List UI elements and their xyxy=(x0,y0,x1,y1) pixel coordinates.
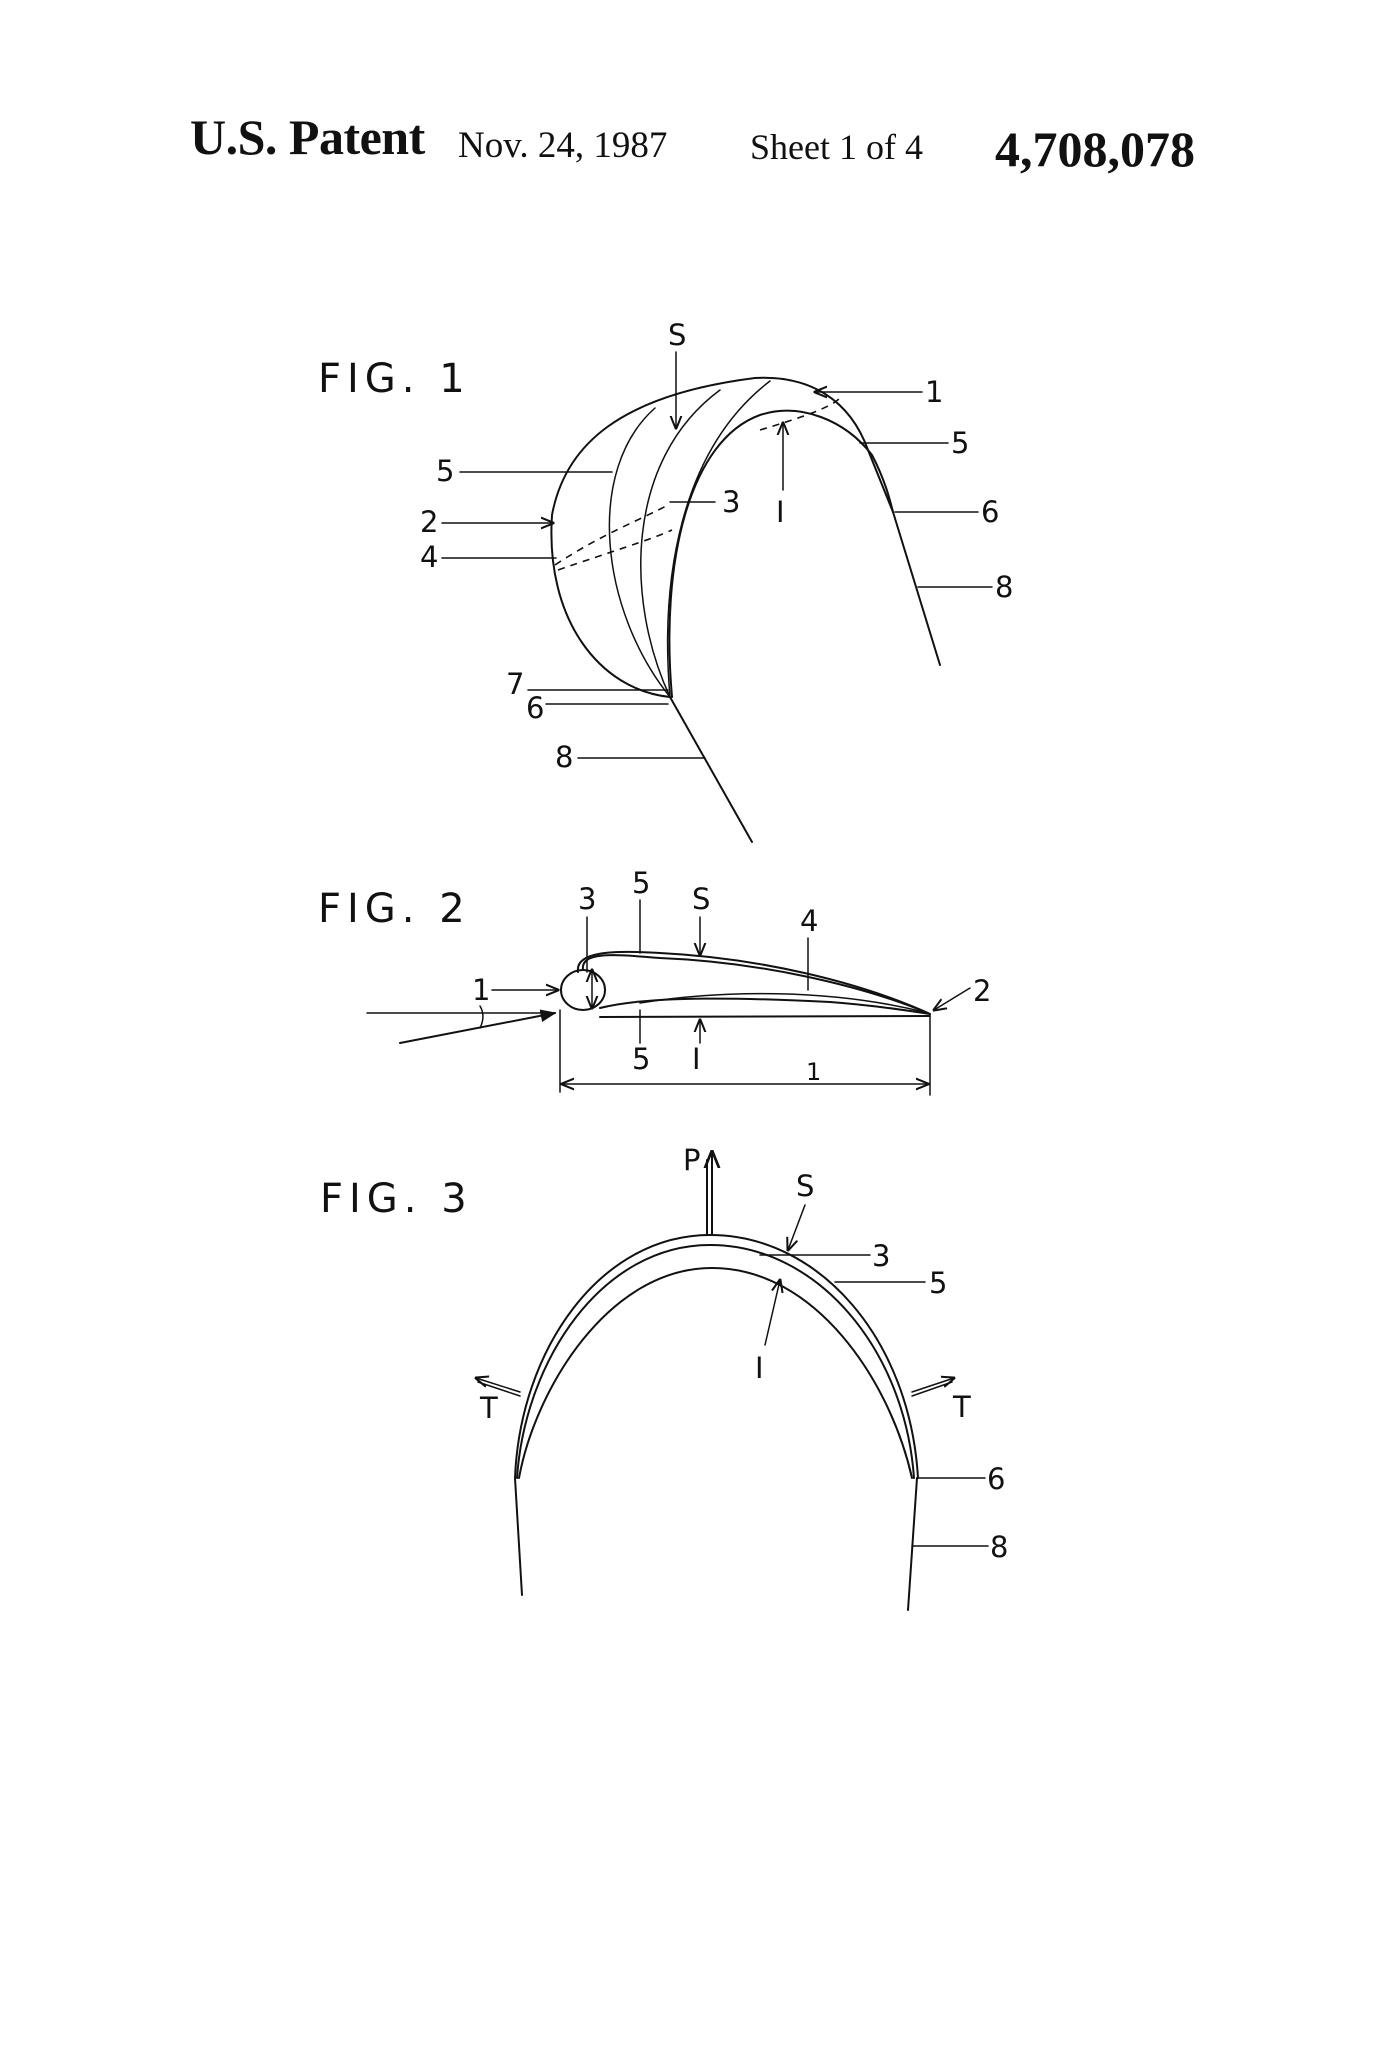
fig2-ref-S: S xyxy=(692,882,710,916)
fig2-chord-label: 1 xyxy=(806,1058,821,1086)
fig1-label: FIG. 1 xyxy=(318,356,471,402)
fig3-upper-surface-outer xyxy=(514,1234,919,1479)
fig1-dashed-profile-upper xyxy=(554,504,669,566)
fig2-ref-I: I xyxy=(692,1042,701,1076)
fig1-ref-6-right: 6 xyxy=(981,495,999,529)
fig1-ref-I: I xyxy=(776,495,785,529)
fig2-label: FIG. 2 xyxy=(318,886,471,932)
fig2-ref-5-bottom: 5 xyxy=(632,1042,650,1076)
fig2-leader-2 xyxy=(934,987,971,1010)
fig1-ref-7: 7 xyxy=(506,667,524,701)
fig3-T-arrow-left-shaft xyxy=(477,1381,521,1397)
fig3-suspension-line-right xyxy=(907,1477,918,1611)
fig1-suspension-line-right xyxy=(892,511,941,666)
fig3-suspension-line-left xyxy=(514,1477,523,1596)
fig2-ref-4: 4 xyxy=(800,904,818,938)
fig3-ref-5: 5 xyxy=(929,1266,947,1300)
fig1-rib-3 xyxy=(666,380,771,698)
fig2-ref-1: 1 xyxy=(472,973,490,1007)
fig1-ref-4: 4 xyxy=(420,540,438,574)
fig2-inner-line-4 xyxy=(639,992,929,1014)
fig1-ref-5-right: 5 xyxy=(951,426,969,460)
fig3-ref-T-right: T xyxy=(952,1390,971,1424)
fig2-ref-5-top: 5 xyxy=(632,866,650,900)
fig3-label: FIG. 3 xyxy=(320,1176,473,1222)
fig3-T-arrow-right xyxy=(911,1378,954,1393)
fig2-lower-surface xyxy=(599,997,931,1015)
fig1-ref-S: S xyxy=(668,318,686,352)
fig1-ref-5-left: 5 xyxy=(436,454,454,488)
fig3-ref-I: I xyxy=(755,1351,764,1385)
fig2-chord-line xyxy=(599,1015,931,1018)
patent-number: 4,708,078 xyxy=(995,121,1195,177)
fig1-canopy-inner-edge xyxy=(668,409,894,698)
fig2-group: FIG. 2 1 3 5 S 4 xyxy=(318,866,991,1096)
fig1-ref-1: 1 xyxy=(925,375,943,409)
fig3-ref-6: 6 xyxy=(987,1462,1005,1496)
fig1-dashed-profile-right xyxy=(759,397,841,431)
fig1-ref-2: 2 xyxy=(420,505,438,539)
fig1-ref-3: 3 xyxy=(722,485,740,519)
fig3-ref-S: S xyxy=(796,1169,814,1203)
fig3-ref-3: 3 xyxy=(872,1239,890,1273)
fig3-upper-surface-inner xyxy=(516,1244,915,1479)
fig1-group: FIG. 1 S 1 5 I xyxy=(318,318,1013,843)
sheet-indicator: Sheet 1 of 4 xyxy=(750,127,923,167)
fig2-upper-surface-outer xyxy=(576,950,931,1015)
fig3-T-arrow-left xyxy=(476,1378,521,1393)
fig1-rib-2 xyxy=(640,389,721,698)
fig1-rib-1 xyxy=(608,407,671,698)
fig2-leading-edge-opening xyxy=(560,969,606,1011)
fig2-airflow-arrow xyxy=(399,1009,557,1044)
fig3-ref-8: 8 xyxy=(990,1530,1008,1564)
fig1-ref-8-right: 8 xyxy=(995,570,1013,604)
fig3-lower-surface xyxy=(518,1267,913,1479)
fig3-I-arrow xyxy=(764,1280,780,1346)
fig2-ref-3: 3 xyxy=(578,882,596,916)
fig3-ref-P: P xyxy=(683,1143,701,1177)
fig2-upper-surface xyxy=(581,954,929,1014)
fig1-suspension-line-left xyxy=(669,696,753,843)
fig2-angle-arc xyxy=(479,1005,484,1029)
patent-date: Nov. 24, 1987 xyxy=(458,125,668,166)
fig1-dashed-profile-lower xyxy=(557,529,673,571)
fig3-group: FIG. 3 P S 3 5 I xyxy=(320,1143,1008,1611)
fig3-ref-T-left: T xyxy=(479,1391,498,1425)
fig3-S-arrow xyxy=(788,1204,806,1250)
fig3-T-arrow-right-shaft xyxy=(911,1381,953,1397)
fig2-ref-2: 2 xyxy=(973,974,991,1008)
fig1-ref-6-left: 6 xyxy=(526,691,544,725)
fig1-ref-8-left: 8 xyxy=(555,740,573,774)
patent-title: U.S. Patent xyxy=(190,109,425,165)
